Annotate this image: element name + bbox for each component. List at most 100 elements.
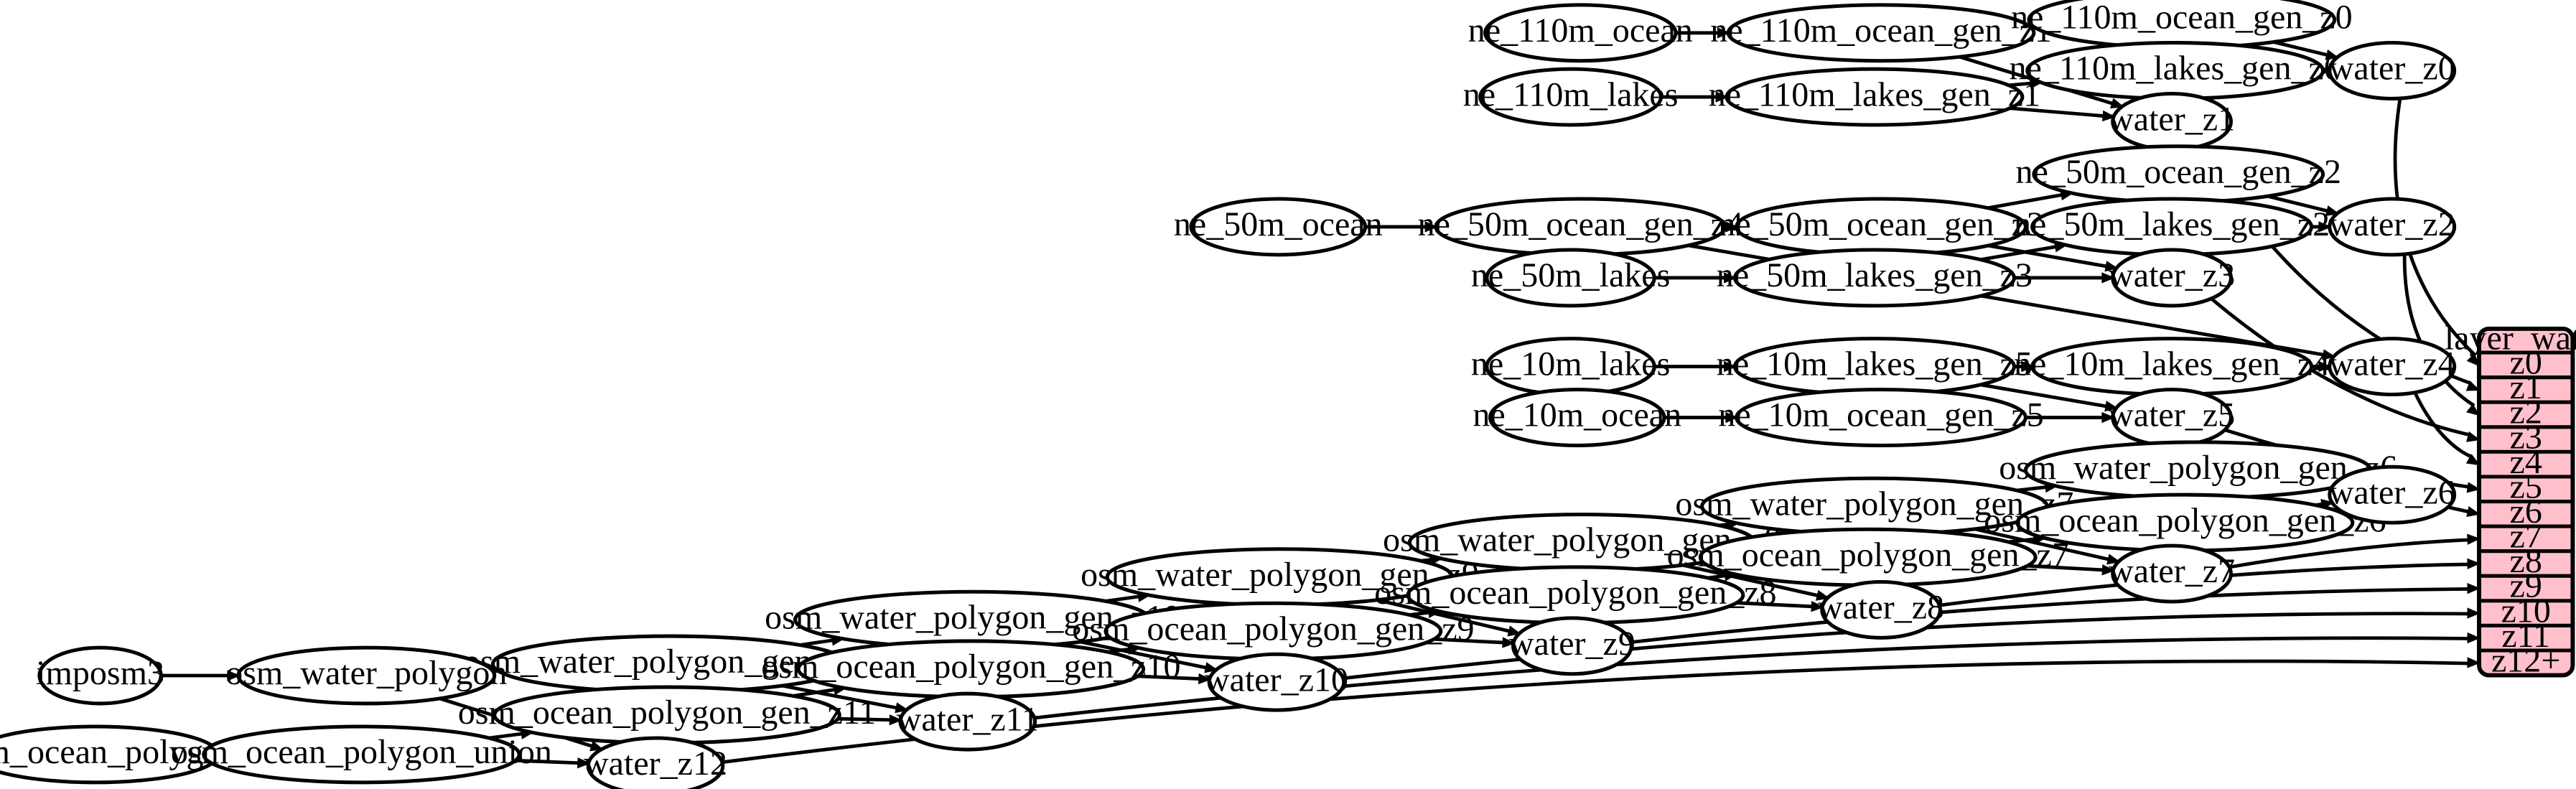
graph-node-water_z3[interactable]: water_z3: [2109, 248, 2235, 308]
node-ellipse: [37, 645, 163, 706]
node-label: osm_ocean_polygon_gen_z11: [458, 694, 877, 732]
graph-node-water_z9[interactable]: water_z9: [1509, 616, 1635, 676]
node-label: ne_50m_lakes_gen_z3: [1717, 256, 2033, 294]
graph-node-water_z0[interactable]: water_z0: [2328, 41, 2457, 101]
graph-node-ne_50m_ocean_gen_z2[interactable]: ne_50m_ocean_gen_z2: [2016, 144, 2341, 205]
graph-node-ne_110m_lakes_gen_z0[interactable]: ne_110m_lakes_gen_z0: [2009, 41, 2341, 101]
graph-edge: [2413, 391, 2473, 459]
graph-node-water_z7[interactable]: water_z7: [2109, 543, 2235, 604]
graph-node-osm_ocean_polygon_gen_z11[interactable]: osm_ocean_polygon_gen_z11: [458, 685, 877, 745]
edge-arrowhead: [1717, 27, 1731, 39]
graph-node-ne_10m_ocean[interactable]: ne_10m_ocean: [1473, 388, 1681, 447]
graph-node-water_z10[interactable]: water_z10: [1205, 652, 1348, 712]
graph-node-water_z8[interactable]: water_z8: [1818, 579, 1944, 640]
node-label: ne_110m_ocean_gen_z0: [2011, 0, 2353, 37]
edge-arrowhead: [2106, 554, 2121, 565]
table-row-label: z9: [2510, 567, 2542, 605]
graph-node-osm_water_polygon[interactable]: osm_water_polygon: [225, 645, 507, 706]
graph-edge: [2273, 40, 2328, 57]
graph-node-ne_10m_lakes[interactable]: ne_10m_lakes: [1471, 337, 1670, 397]
edge-arrowhead: [2467, 607, 2481, 619]
graph-edge: [1736, 601, 1813, 609]
node-ellipse: [2111, 248, 2233, 308]
node-label: ne_50m_ocean_gen_z2: [2016, 153, 2341, 191]
node-ellipse: [1485, 248, 1656, 308]
graph-node-osm_water_polygon_gen_z6[interactable]: osm_water_polygon_gen_z6: [1999, 440, 2397, 500]
graph-node-ne_110m_lakes[interactable]: ne_110m_lakes: [1463, 67, 1679, 127]
node-ellipse: [2111, 543, 2233, 604]
node-label: osm_ocean_polygon_gen_z7: [1667, 536, 2069, 574]
graph-node-ne_50m_ocean[interactable]: ne_50m_ocean: [1174, 197, 1383, 257]
graph-edge: [515, 758, 579, 765]
graph-node-ne_50m_lakes_gen_z2[interactable]: ne_50m_lakes_gen_z2: [2014, 197, 2330, 257]
node-label: osm_ocean_polygon_gen_z8: [1374, 574, 1776, 612]
graph-node-osm_ocean_polygon_gen_z8[interactable]: osm_ocean_polygon_gen_z8: [1374, 565, 1777, 625]
graph-node-ne_10m_ocean_gen_z5[interactable]: ne_10m_ocean_gen_z5: [1718, 388, 2044, 447]
node-label: osm_ocean_polygon_union: [171, 733, 552, 771]
edge-arrowhead: [2465, 454, 2481, 466]
graph-node-ne_50m_ocean_gen_z3[interactable]: ne_50m_ocean_gen_z3: [1718, 197, 2044, 257]
edge-arrowhead: [2101, 564, 2116, 576]
node-label: osm_water_polygon_gen_z7: [1675, 485, 2073, 523]
table-row-label: z11: [2501, 617, 2550, 655]
graph-node-ne_50m_lakes[interactable]: ne_50m_lakes: [1471, 248, 1670, 308]
edge-arrowhead: [2467, 657, 2481, 668]
graph-node-water_z6[interactable]: water_z6: [2328, 464, 2457, 525]
graph-node-ne_110m_ocean_gen_z0[interactable]: ne_110m_ocean_gen_z0: [2011, 0, 2353, 50]
graph-node-ne_110m_lakes_gen_z1[interactable]: ne_110m_lakes_gen_z1: [1709, 67, 2040, 127]
graph-node-water_z11[interactable]: water_z11: [897, 691, 1039, 752]
graph-node-osm_water_polygon_gen_z10[interactable]: osm_water_polygon_gen_z10: [765, 589, 1180, 650]
edge-arrowhead: [2021, 360, 2035, 373]
table-row-label: z3: [2510, 418, 2542, 456]
table-row-label: z7: [2510, 518, 2542, 556]
graph-node-osm_ocean_polygon_gen_z10[interactable]: osm_ocean_polygon_gen_z10: [761, 639, 1181, 699]
edge-arrowhead: [2467, 533, 2481, 545]
graph-node-water_z5[interactable]: water_z5: [2109, 388, 2235, 447]
graph-node-osm_ocean_polygon_gen_z7[interactable]: osm_ocean_polygon_gen_z7: [1667, 527, 2069, 587]
table-row-label: z5: [2510, 467, 2542, 505]
graph-node-ne_50m_ocean_gen_z4[interactable]: ne_50m_ocean_gen_z4: [1418, 197, 1743, 257]
node-label: ne_110m_lakes: [1463, 75, 1679, 113]
node-ellipse: [1732, 248, 2016, 308]
node-label: water_z2: [2329, 205, 2455, 243]
graph-edge: [2010, 106, 2104, 118]
node-ellipse: [586, 736, 725, 789]
table-row-label: z8: [2510, 542, 2542, 580]
graph-node-ne_110m_ocean[interactable]: ne_110m_ocean: [1468, 3, 1693, 63]
graph-node-water_z2[interactable]: water_z2: [2328, 197, 2457, 257]
edge-arrowhead: [1507, 625, 1522, 637]
graph-node-osm_ocean_polygon_gen_z6[interactable]: osm_ocean_polygon_gen_z6: [1984, 492, 2386, 553]
graph-node-ne_50m_lakes_gen_z3[interactable]: ne_50m_lakes_gen_z3: [1717, 248, 2033, 308]
graph-node-osm_water_polygon_gen_z9[interactable]: osm_water_polygon_gen_z9: [1081, 547, 1479, 607]
edge-arrowhead: [2466, 482, 2481, 493]
node-label: ne_110m_ocean: [1468, 11, 1693, 50]
edge-arrowhead: [889, 714, 903, 726]
graph-node-osm_ocean_polygon_union[interactable]: osm_ocean_polygon_union: [171, 724, 552, 785]
table-outline: [2477, 326, 2575, 678]
graph-node-water_z1[interactable]: water_z1: [2109, 91, 2235, 151]
edge-arrowhead: [589, 740, 604, 752]
graph-node-ne_10m_lakes_gen_z4[interactable]: ne_10m_lakes_gen_z4: [2014, 337, 2330, 397]
graph-node-water_z4[interactable]: water_z4: [2328, 337, 2457, 397]
edge-arrowhead: [1724, 272, 1737, 284]
node-ellipse: [1207, 652, 1346, 712]
graph-node-ne_110m_ocean_gen_z1[interactable]: ne_110m_ocean_gen_z1: [1710, 3, 2052, 63]
graph-node-osm_ocean_polygon_gen_z9[interactable]: osm_ocean_polygon_gen_z9: [1072, 601, 1475, 661]
node-label: ne_50m_lakes_gen_z2: [2014, 205, 2330, 243]
node-label: water_z6: [2329, 473, 2455, 511]
edge-arrowhead: [2104, 261, 2119, 272]
graph-node-imposm3[interactable]: imposm3: [36, 645, 164, 706]
layer-water-table: layer_waterz0z1z2z3z4z5z6z7z8z9z10z11z12…: [2445, 319, 2576, 680]
graph-node-water_z12[interactable]: water_z12: [584, 736, 727, 789]
graph-node-osm_ocean_polygon[interactable]: osm_ocean_polygon: [0, 724, 238, 785]
node-label: ne_10m_lakes: [1471, 345, 1670, 383]
node-label: osm_ocean_polygon_gen_z6: [1984, 501, 2386, 539]
node-label: ne_50m_lakes: [1471, 256, 1670, 294]
node-label: water_z3: [2109, 256, 2235, 294]
table-row-label: z4: [2510, 443, 2542, 481]
graph-edge: [838, 716, 891, 722]
graph-edge: [1376, 598, 1511, 633]
edge-arrowhead: [227, 670, 241, 681]
graph-node-osm_water_polygon_gen_z7[interactable]: osm_water_polygon_gen_z7: [1675, 476, 2073, 536]
